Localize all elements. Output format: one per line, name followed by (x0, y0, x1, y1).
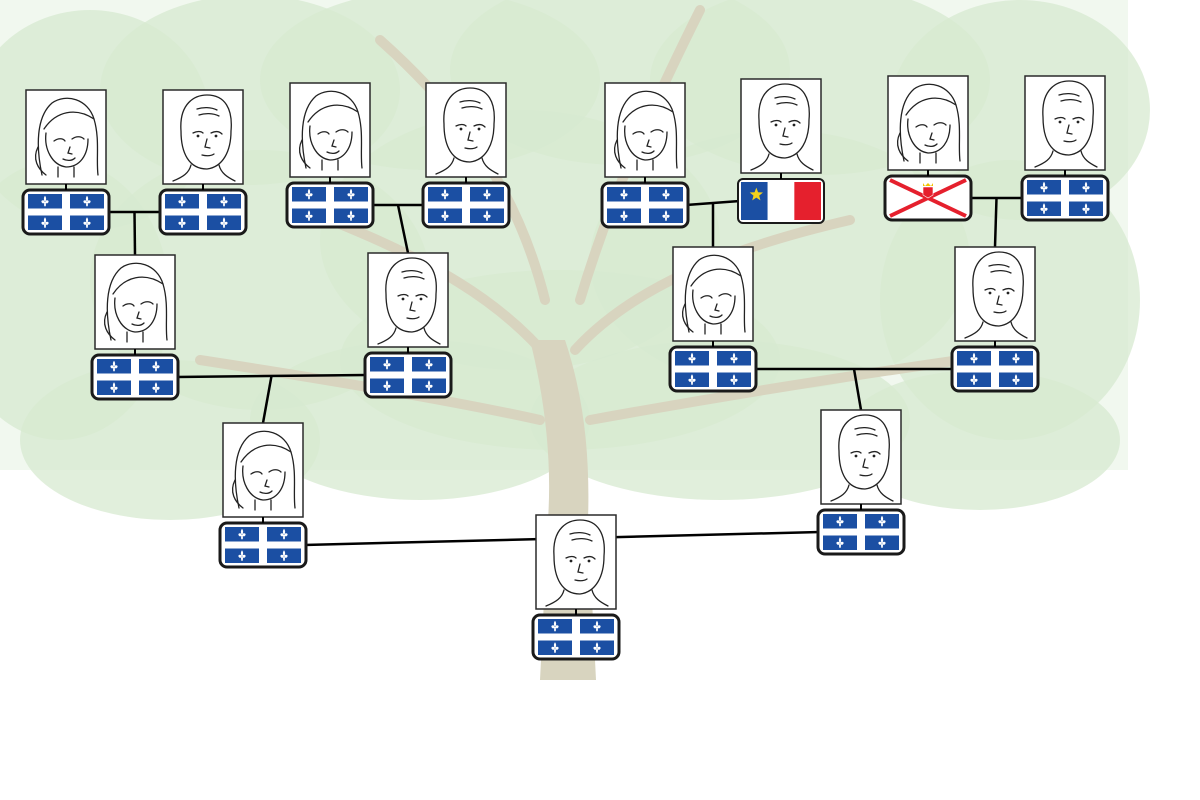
face-icon (830, 414, 894, 502)
quebec-flag-icon (363, 351, 453, 399)
person-node-g3-4[interactable] (950, 246, 1040, 393)
quebec-flag-icon (1020, 174, 1110, 222)
face-icon (613, 90, 678, 171)
quebec-flag-icon (158, 188, 248, 236)
man-portrait (954, 246, 1036, 342)
person-nodes (21, 75, 1110, 661)
person-node-g2-1[interactable] (218, 422, 308, 569)
face-icon (298, 90, 363, 171)
face-icon (435, 87, 499, 175)
man-portrait (535, 514, 617, 610)
man-portrait (740, 78, 822, 174)
quebec-flag-icon (285, 181, 375, 229)
descent-line (133, 211, 137, 256)
quebec-flag-icon (668, 345, 758, 393)
quebec-flag-icon (21, 188, 111, 236)
person-node-g3-1[interactable] (90, 254, 180, 401)
quebec-flag-icon (600, 181, 690, 229)
quebec-flag-icon (816, 508, 906, 556)
connector-lines (107, 196, 1024, 547)
person-node-g3-2[interactable] (363, 252, 453, 399)
face-icon (231, 430, 296, 511)
face-icon (750, 83, 814, 171)
woman-portrait (604, 82, 686, 178)
person-node-g4-2[interactable] (158, 89, 248, 236)
man-portrait (162, 89, 244, 185)
foliage-blob (840, 370, 1120, 510)
tree-branch (325, 215, 555, 365)
person-node-g4-5[interactable] (600, 82, 690, 229)
descent-line (396, 204, 410, 254)
face-icon (377, 257, 441, 345)
person-node-g3-3[interactable] (668, 246, 758, 393)
man-portrait (1024, 75, 1106, 171)
face-icon (34, 97, 99, 178)
quebec-flag-icon (950, 345, 1040, 393)
face-icon (681, 254, 746, 335)
person-node-g4-1[interactable] (21, 89, 111, 236)
man-portrait (820, 409, 902, 505)
descent-line (852, 368, 863, 411)
quebec-flag-icon (218, 521, 308, 569)
jersey-flag-icon (883, 174, 973, 222)
woman-portrait (289, 82, 371, 178)
descent-line (261, 375, 273, 424)
person-node-g4-8[interactable] (1020, 75, 1110, 222)
woman-portrait (887, 75, 969, 171)
woman-portrait (672, 246, 754, 342)
face-icon (896, 83, 961, 164)
woman-portrait (25, 89, 107, 185)
face-icon (103, 262, 168, 343)
face-icon (545, 519, 609, 607)
person-node-g4-7[interactable] (883, 75, 973, 222)
man-portrait (367, 252, 449, 348)
descent-line (993, 197, 998, 248)
person-node-g4-4[interactable] (421, 82, 511, 229)
person-node-g2-2[interactable] (816, 409, 906, 556)
quebec-flag-icon (90, 353, 180, 401)
acadia-flag-icon (737, 178, 825, 224)
person-node-g4-3[interactable] (285, 82, 375, 229)
quebec-flag-icon (531, 613, 621, 661)
face-icon (172, 94, 236, 182)
person-node-g1-1[interactable] (531, 514, 621, 661)
man-portrait (425, 82, 507, 178)
face-icon (1034, 80, 1098, 168)
person-node-g4-6[interactable] (737, 78, 825, 224)
quebec-flag-icon (421, 181, 511, 229)
woman-portrait (222, 422, 304, 518)
face-icon (964, 251, 1028, 339)
woman-portrait (94, 254, 176, 350)
